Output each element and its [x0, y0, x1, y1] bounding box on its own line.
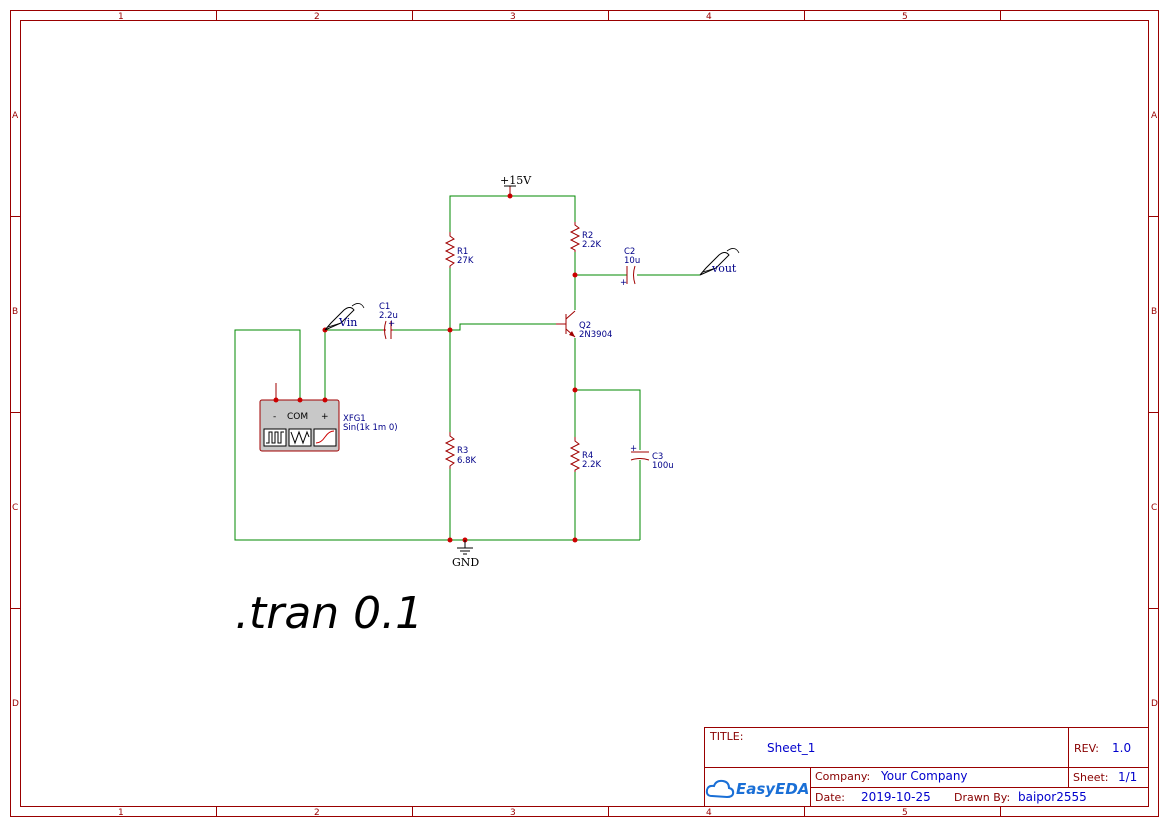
- pin-plus[interactable]: [322, 397, 328, 403]
- sheet-value[interactable]: 1/1: [1118, 770, 1137, 784]
- pin-com-label: COM: [287, 412, 308, 422]
- r1-ref: R1: [457, 247, 468, 257]
- logo-text: EasyEDA: [736, 780, 809, 798]
- pin-com[interactable]: [297, 397, 303, 403]
- resistor-r2[interactable]: R2 2.2K: [569, 222, 602, 252]
- col-label-top: 4: [706, 12, 712, 22]
- title-block: TITLE: Sheet_1 REV: 1.0 Company: Your Co…: [704, 727, 1149, 807]
- r4-ref: R4: [582, 451, 593, 461]
- sheet-label: Sheet:: [1073, 771, 1109, 784]
- date-label: Date:: [815, 791, 845, 804]
- row-label-left: B: [12, 307, 18, 317]
- power-symbol[interactable]: +15V: [500, 174, 532, 196]
- col-label-bottom: 1: [118, 808, 124, 818]
- row-label-right: D: [1151, 699, 1158, 709]
- col-label-bottom: 3: [510, 808, 516, 818]
- r4-value: 2.2K: [582, 460, 602, 470]
- function-generator-xfg1[interactable]: - COM + XFG1 Sin(1k 1m 0): [259, 383, 398, 452]
- r3-ref: R3: [457, 446, 468, 456]
- transistor-q2[interactable]: Q2 2N3904: [556, 310, 612, 340]
- cloud-icon: [705, 779, 735, 799]
- col-label-top: 1: [118, 12, 124, 22]
- q2-value: 2N3904: [579, 330, 612, 340]
- row-label-right: B: [1151, 307, 1157, 317]
- r3-value: 6.8K: [457, 456, 477, 466]
- vin-label: Vin: [338, 316, 357, 329]
- row-label-left: D: [12, 699, 19, 709]
- resistor-r3[interactable]: R3 6.8K: [444, 432, 477, 469]
- c2-plus: +: [620, 278, 627, 288]
- c3-plus: +: [630, 444, 637, 454]
- row-label-left: C: [12, 503, 18, 513]
- c2-ref: C2: [624, 247, 635, 257]
- ground-label: GND: [452, 556, 479, 569]
- company-label: Company:: [815, 770, 870, 783]
- xfg1-value: Sin(1k 1m 0): [343, 423, 398, 433]
- col-label-bottom: 4: [706, 808, 712, 818]
- probe-vin[interactable]: Vin: [324, 303, 365, 331]
- capacitor-c1[interactable]: + C1 2.2u: [379, 302, 398, 340]
- title-label: TITLE:: [709, 730, 743, 743]
- col-label-top: 3: [510, 12, 516, 22]
- drawn-by-value[interactable]: baipor2555: [1018, 790, 1087, 804]
- xfg1-ref: XFG1: [343, 414, 366, 424]
- c1-value: 2.2u: [379, 311, 398, 321]
- vout-label: vout: [711, 262, 737, 275]
- r1-value: 27K: [457, 256, 474, 266]
- col-label-bottom: 5: [902, 808, 908, 818]
- r2-ref: R2: [582, 231, 593, 241]
- pin-minus[interactable]: [273, 397, 279, 403]
- capacitor-c2[interactable]: + C2 10u: [620, 247, 640, 288]
- col-label-bottom: 2: [314, 808, 320, 818]
- row-label-right: A: [1151, 111, 1158, 121]
- drawn-by-label: Drawn By:: [954, 791, 1010, 804]
- col-label-top: 5: [902, 12, 908, 22]
- q2-ref: Q2: [579, 321, 591, 331]
- triangle-wave-icon[interactable]: [288, 428, 312, 447]
- pin-plus-label: +: [321, 412, 329, 422]
- capacitor-c3[interactable]: + C3 100u: [630, 444, 674, 471]
- date-value[interactable]: 2019-10-25: [861, 790, 931, 804]
- col-label-top: 2: [314, 12, 320, 22]
- row-label-left: A: [12, 111, 19, 121]
- rev-label: REV:: [1074, 742, 1099, 755]
- r2-value: 2.2K: [582, 240, 602, 250]
- c1-ref: C1: [379, 302, 390, 312]
- resistor-r1[interactable]: R1 27K: [444, 232, 474, 268]
- spice-directive[interactable]: .tran 0.1: [235, 588, 423, 639]
- easyeda-logo: EasyEDA: [705, 779, 809, 799]
- ground-symbol[interactable]: GND: [452, 540, 479, 569]
- pin-minus-label: -: [273, 412, 276, 422]
- c3-ref: C3: [652, 452, 663, 462]
- c2-value: 10u: [624, 256, 640, 266]
- rev-value[interactable]: 1.0: [1112, 741, 1131, 755]
- company-value[interactable]: Your Company: [880, 769, 968, 783]
- probe-vout[interactable]: vout: [699, 248, 740, 276]
- c3-value: 100u: [652, 461, 674, 471]
- power-label: +15V: [500, 174, 532, 187]
- c1-plus: +: [388, 319, 395, 329]
- resistor-r4[interactable]: R4 2.2K: [569, 437, 602, 472]
- sheet-frame: 1 2 3 4 5 1 2 3 4 5 A B C D A B C D: [10, 10, 1159, 818]
- sheet-title[interactable]: Sheet_1: [767, 741, 815, 755]
- row-label-right: C: [1151, 503, 1157, 513]
